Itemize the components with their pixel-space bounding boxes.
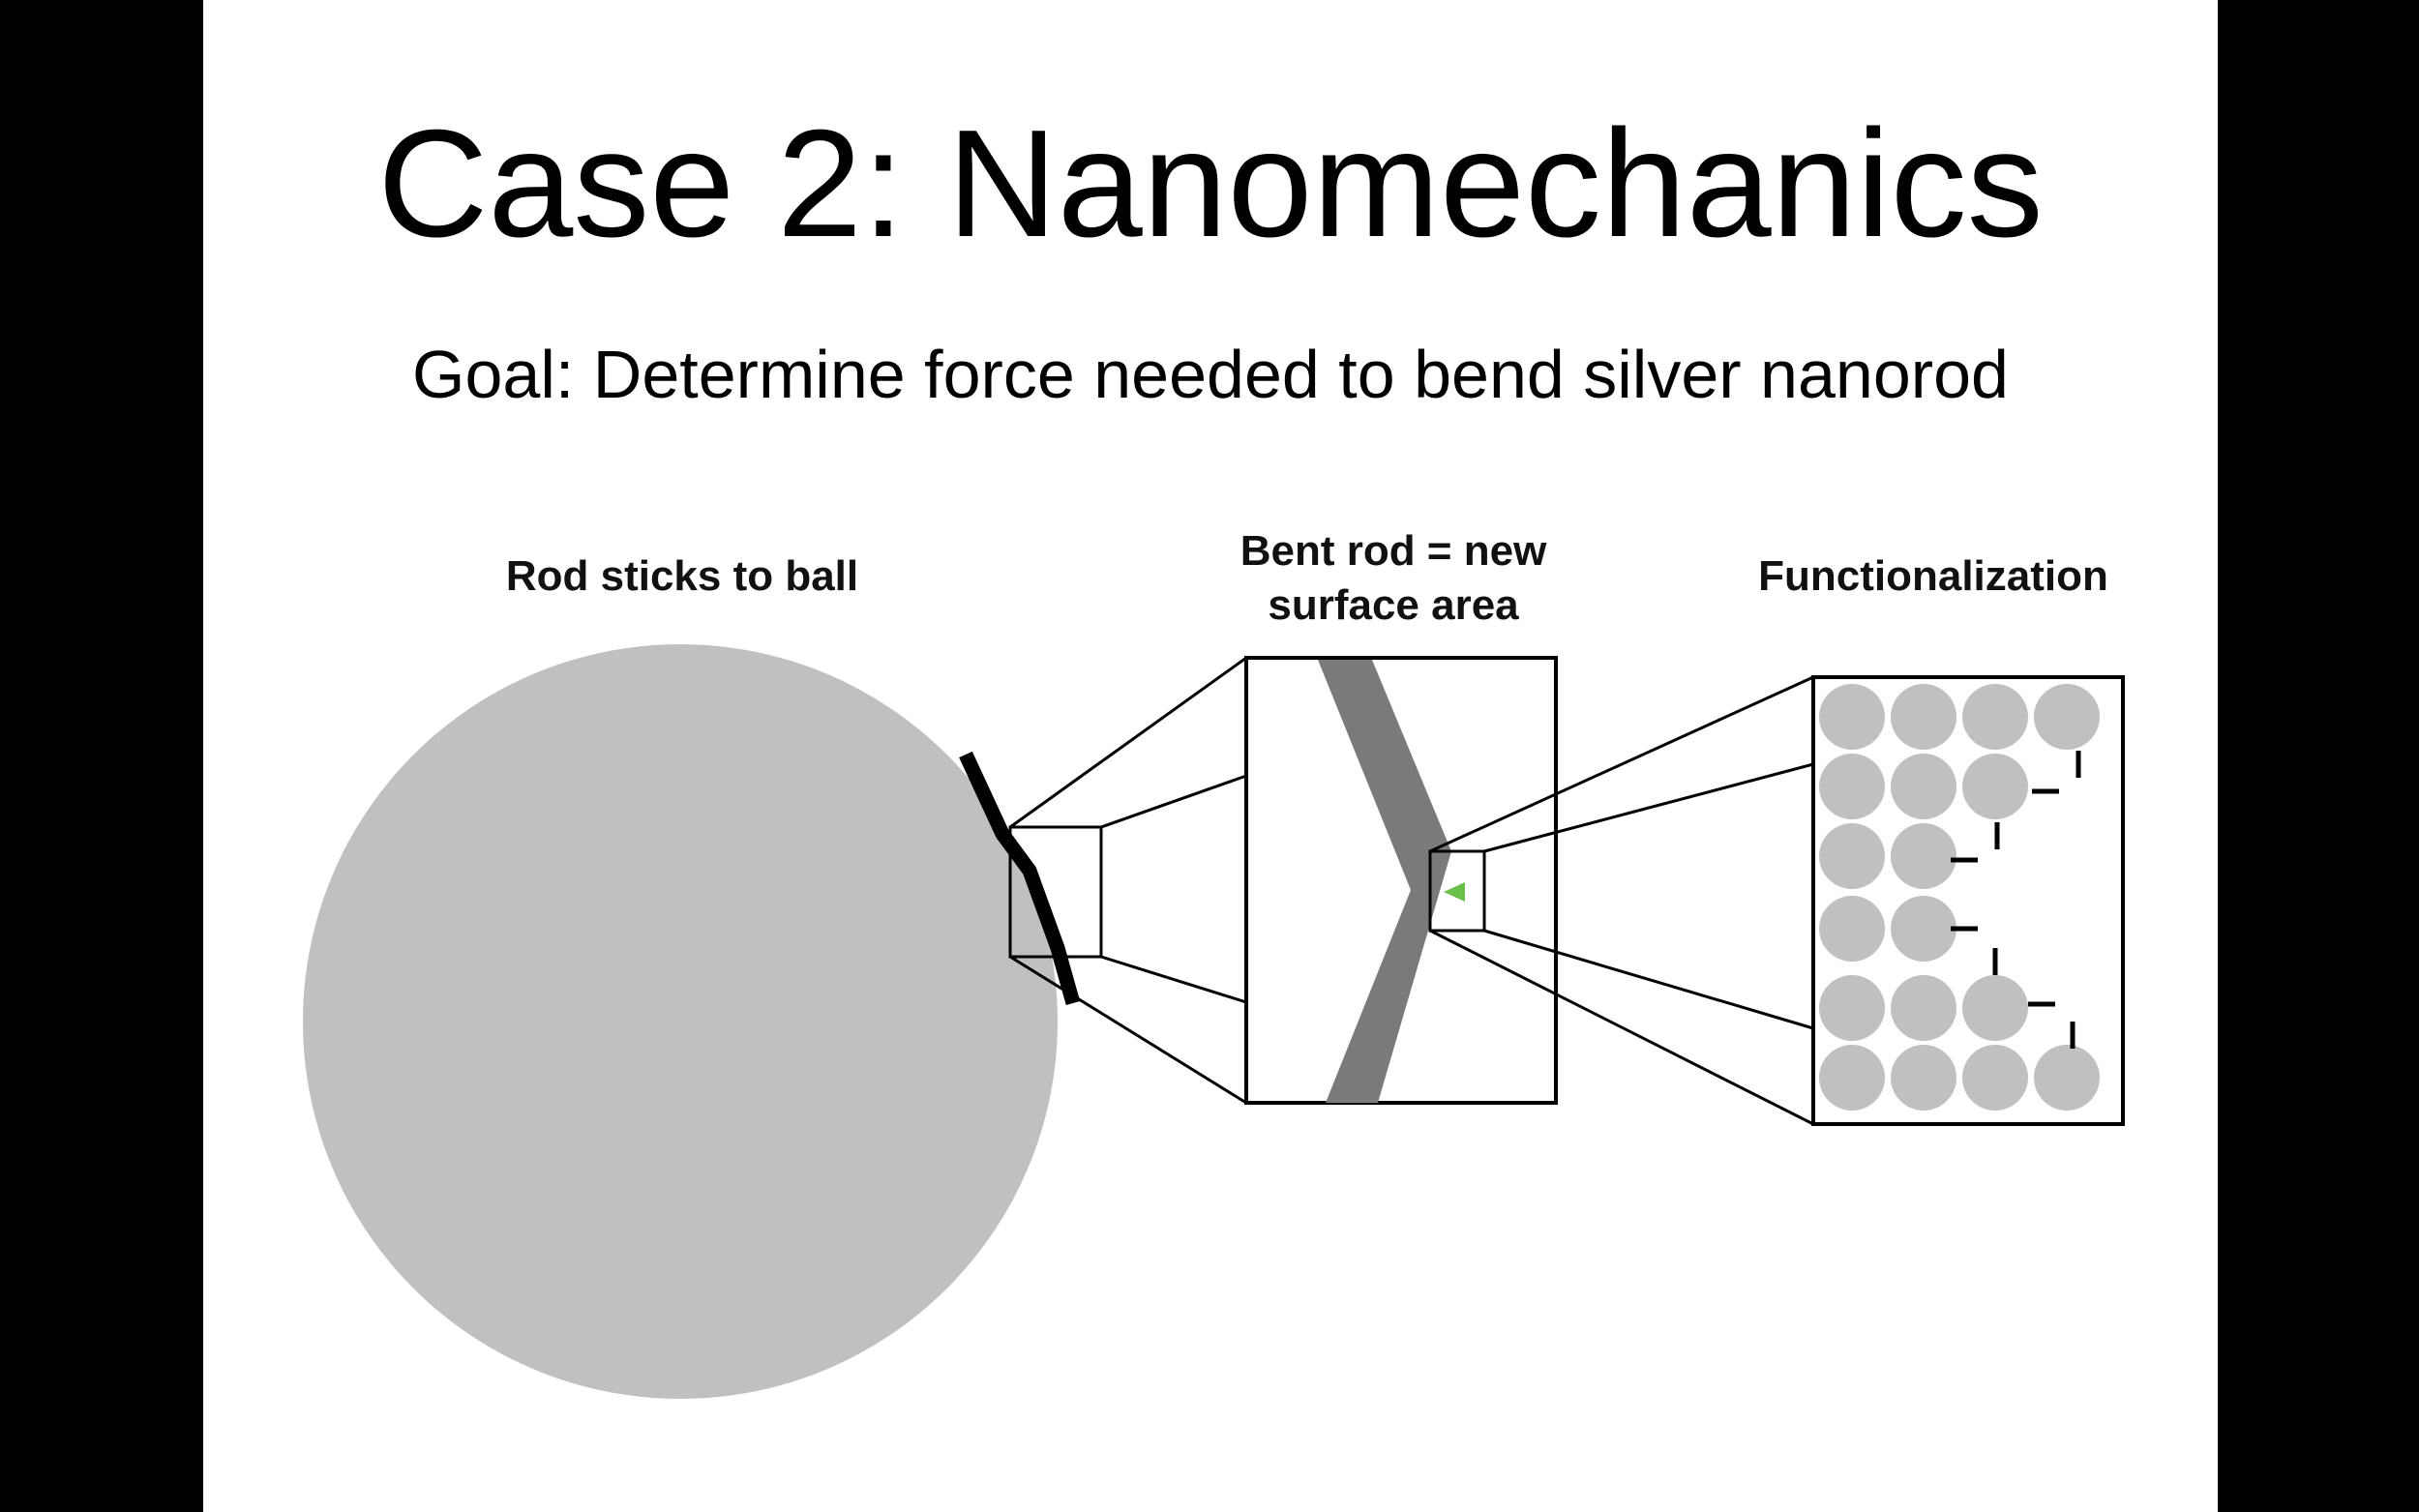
projection-lines-2 [1429, 675, 1814, 1126]
atom [1819, 896, 1885, 962]
surface-marker [1444, 882, 1465, 902]
nanomechanics-diagram: Rod sticks to ball Bent rod = new surfac… [303, 527, 2125, 1399]
zoom-panel-label-line2: surface area [1268, 581, 1519, 629]
bent-rod-zoomed [1318, 660, 1451, 1103]
slide-subtitle: Goal: Determine force needed to bend sil… [412, 337, 2009, 412]
atom [1891, 896, 1956, 962]
atom-grid [1819, 684, 2100, 1111]
atom [1962, 975, 2028, 1041]
atom [1819, 754, 1885, 819]
atom [1891, 684, 1956, 750]
atom [2034, 684, 2100, 750]
atom [1962, 1045, 2028, 1111]
atom [1891, 823, 1956, 889]
atom [2034, 1045, 2100, 1111]
slide: Case 2: Nanomechanics Goal: Determine fo… [203, 0, 2218, 1512]
zoom-panel-label-line1: Bent rod = new [1240, 527, 1547, 575]
atom [1962, 684, 2028, 750]
nanorod [959, 751, 1081, 1006]
magnify-box-2 [1428, 849, 1486, 933]
atom [1891, 975, 1956, 1041]
atom [1819, 684, 1885, 750]
slide-title: Case 2: Nanomechanics [377, 99, 2044, 269]
atom [1891, 754, 1956, 819]
ball-panel-label: Rod sticks to ball [506, 552, 858, 600]
ball [303, 644, 1058, 1399]
projection-lines-1 [1009, 656, 1247, 1105]
atom [1819, 975, 1885, 1041]
zoom-panel [1244, 656, 1558, 1105]
atom [1819, 1045, 1885, 1111]
magnify-box-1 [1008, 825, 1103, 959]
atom [1819, 823, 1885, 889]
functional-panel-label: Functionalization [1758, 552, 2108, 600]
functional-groups [1951, 751, 2081, 1049]
atom [1962, 754, 2028, 819]
atom [1891, 1045, 1956, 1111]
